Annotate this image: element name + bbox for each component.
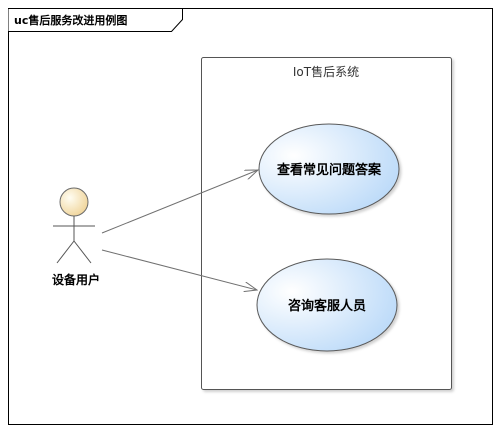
- actor-leg-right: [73, 240, 92, 264]
- frame-title: uc售后服务改进用例图: [14, 13, 127, 27]
- usecase-contact-support[interactable]: 咨询客服人员: [256, 258, 398, 352]
- usecase-ellipse: [256, 258, 398, 352]
- usecase-ellipse: [258, 123, 400, 215]
- actor-device-user[interactable]: 设备用户: [52, 187, 100, 287]
- system-boundary-title: IoT售后系统: [293, 64, 359, 79]
- frame-title-tab: [8, 8, 183, 32]
- usecase-label: 查看常见问题答案: [276, 162, 382, 178]
- actor-head: [59, 187, 89, 217]
- usecase-label: 咨询客服人员: [288, 298, 366, 314]
- usecase-view-faq[interactable]: 查看常见问题答案: [258, 123, 400, 215]
- association-line-1: [101, 170, 258, 234]
- actor-leg-left: [56, 240, 75, 264]
- association-line-2: [101, 249, 257, 290]
- actor-label: 设备用户: [52, 272, 100, 287]
